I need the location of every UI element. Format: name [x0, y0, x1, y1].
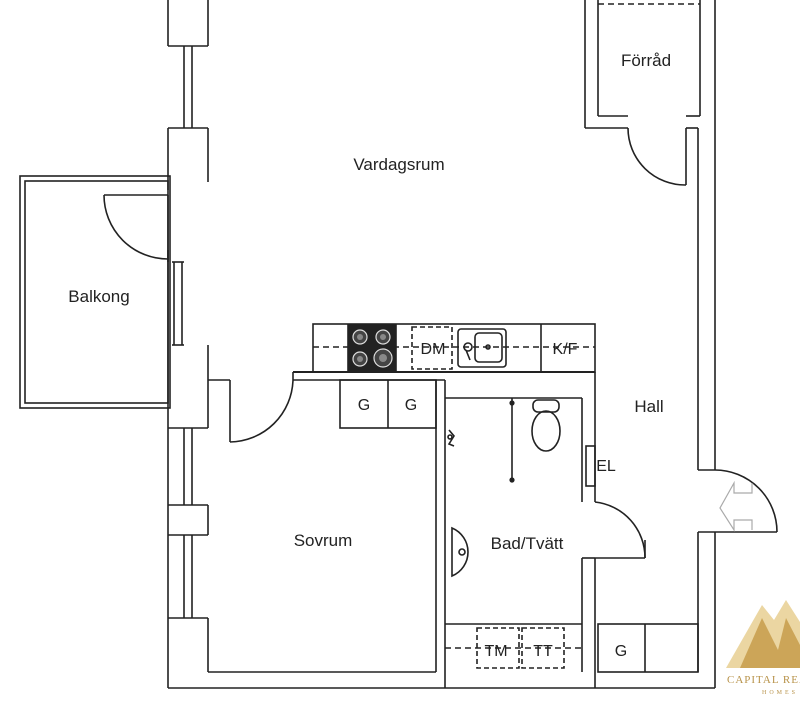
washbasin-icon	[451, 526, 469, 578]
hall-wardrobe	[597, 623, 699, 673]
stove-icon	[347, 324, 397, 372]
hall-wardrobe-label: G	[615, 643, 627, 660]
brand-logo: CAPITAL REAL HOMES	[726, 600, 800, 696]
electrical-panel	[585, 445, 596, 487]
right-outer-wall	[697, 0, 716, 688]
room-label-bedroom: Sovrum	[294, 531, 353, 550]
room-label-storage: Förråd	[621, 51, 671, 70]
window-top-left	[168, 45, 208, 129]
storage-walls	[584, 0, 701, 129]
dryer-label: TT	[533, 643, 553, 660]
window-balcony-door	[172, 261, 184, 346]
balcony-door	[103, 194, 169, 262]
electrical-label: EL	[596, 458, 616, 475]
logo-name: CAPITAL REAL	[727, 674, 800, 686]
room-label-balcony: Balkong	[68, 287, 129, 306]
wardrobe-label-1: G	[358, 397, 370, 414]
dishwasher-label: DM	[421, 341, 446, 358]
bathroom-walls	[445, 372, 596, 688]
wardrobe-label-2: G	[405, 397, 417, 414]
toilet-icon	[531, 399, 561, 452]
room-label-hall: Hall	[634, 397, 663, 416]
shower-curtain	[509, 398, 515, 483]
window-bedroom-2	[168, 505, 209, 672]
washer-label: TM	[484, 643, 507, 660]
washer-dryer	[445, 627, 582, 669]
room-label-living-room: Vardagsrum	[353, 155, 444, 174]
bathroom-door	[594, 501, 646, 559]
bedroom-wardrobes	[339, 379, 437, 429]
bottom-outer-wall	[168, 671, 715, 689]
logo-sub: HOMES	[762, 690, 798, 696]
entrance-door	[714, 469, 778, 533]
balcony-outline	[19, 175, 171, 409]
storage-door	[627, 127, 687, 186]
shower-head-icon	[447, 429, 455, 447]
window-bedroom-1	[168, 380, 209, 506]
room-label-bathroom: Bad/Tvätt	[491, 534, 564, 553]
sink-icon	[457, 328, 507, 368]
fridge-freezer-label: K/F	[553, 341, 578, 358]
